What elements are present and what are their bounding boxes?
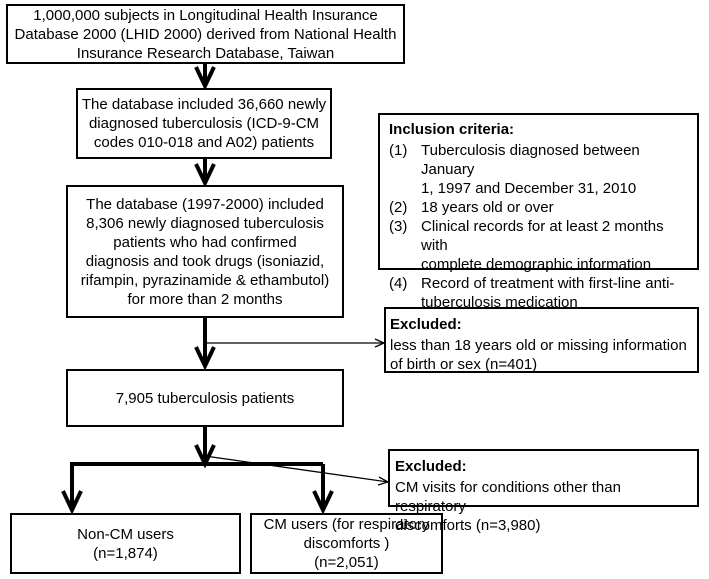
excluded-age-title: Excluded: [390,316,462,333]
inclusion-item-text: Record of treatment with first-line anti… [421,275,675,311]
inclusion-item: (2) 18 years old or over [389,198,691,217]
tb-patients-box: 7,905 tuberculosis patients [66,369,344,427]
tb-patients-text: 7,905 tuberculosis patients [115,389,295,407]
newly-diagnosed-box: The database included 36,660 newly diagn… [76,88,332,159]
inclusion-item-text: Clinical records for at least 2 months w… [421,218,664,273]
inclusion-item: (1) Tuberculosis diagnosed between Janua… [389,141,691,198]
inclusion-criteria-title: Inclusion criteria: [389,121,515,138]
confirmed-diagnosis-text: The database (1997-2000) included 8,306 … [80,195,330,308]
inclusion-item-number: (3) [389,218,408,235]
confirmed-diagnosis-box: The database (1997-2000) included 8,306 … [66,185,344,318]
inclusion-item-text: 18 years old or over [421,199,554,216]
lhid-source-text: 1,000,000 subjects in Longitudinal Healt… [14,6,397,62]
excluded-cm-visits-title: Excluded: [395,458,467,475]
arrow-non-cm [61,490,83,515]
non-cm-users-text: Non-CM users (n=1,874) [77,525,174,562]
cm-users-box: CM users (for respiratory discomforts ) … [250,513,443,574]
arrow-newly-to-confirmed [194,163,216,188]
inclusion-item-number: (4) [389,275,408,292]
lhid-source-box: 1,000,000 subjects in Longitudinal Healt… [6,4,405,64]
newly-diagnosed-text: The database included 36,660 newly diagn… [81,96,327,151]
inclusion-item: (4) Record of treatment with first-line … [389,274,691,312]
excluded-cm-visits-text: CM visits for conditions other than resp… [395,479,621,534]
inclusion-item-number: (2) [389,199,408,216]
non-cm-users-box: Non-CM users (n=1,874) [10,513,241,574]
branch-excluded2 [204,455,389,483]
inclusion-item-text: Tuberculosis diagnosed between January 1… [421,142,640,197]
inclusion-item-number: (1) [389,142,408,159]
inclusion-criteria-box: Inclusion criteria: (1) Tuberculosis dia… [378,113,699,311]
excluded-age-text: less than 18 years old or missing inform… [390,337,687,373]
excluded-age-box: Excluded: less than 18 years old or miss… [384,307,699,373]
excluded-cm-visits-box: Excluded: CM visits for conditions other… [388,449,699,534]
cm-users-text: CM users (for respiratory discomforts ) … [263,516,430,571]
arrow-cm [312,490,334,515]
arrow-confirmed-to-tb [194,346,216,371]
inclusion-item: (3) Clinical records for at least 2 mont… [389,217,691,274]
